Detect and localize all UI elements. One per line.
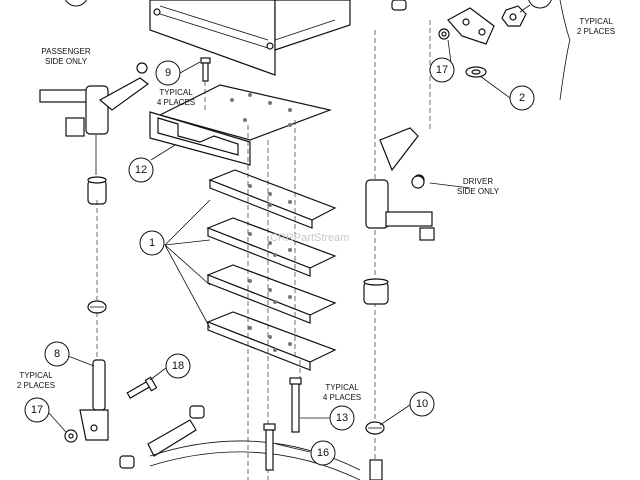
frame-channel: [149, 0, 351, 76]
callout-1-number: 1: [149, 237, 155, 249]
clip-right: [365, 421, 385, 435]
callout-16: 16: [310, 440, 336, 466]
spring-eye-assembly: [119, 405, 205, 469]
leaf-spring-4: [206, 311, 337, 371]
spring-pad-plate: [158, 84, 333, 141]
callout-13-number: 13: [336, 412, 348, 424]
typical-2-right-note-line2: 2 PLACES: [577, 27, 615, 36]
callout-1: 1: [139, 230, 165, 256]
bolt-lower-right: [369, 459, 383, 480]
leaf-spring-stack: [206, 169, 337, 371]
callout-2-number: 2: [519, 92, 525, 104]
driver-side-note-line1: DRIVER: [463, 177, 493, 186]
callout-9: 9: [155, 60, 181, 86]
callout-13: 13: [329, 405, 355, 431]
leaf-spring-2: [206, 217, 337, 277]
spring-pad-bracket: [149, 111, 251, 166]
leaf-spring-1: [208, 169, 337, 229]
leaf-spring-3: [206, 264, 337, 324]
callout-17-right: 17: [429, 57, 455, 83]
driver-side-note-line2: SIDE ONLY: [457, 187, 500, 196]
callout-12: 12: [128, 157, 154, 183]
shackle-bracket: [447, 7, 495, 45]
typical-2-left-note-line1: TYPICAL: [19, 371, 53, 380]
callout-8: 8: [44, 341, 70, 367]
callout-10-number: 10: [416, 398, 428, 410]
typical-4-note-b-line2: 4 PLACES: [323, 393, 361, 402]
typical-4-note-b-line1: TYPICAL: [325, 383, 359, 392]
bushing-left-upper: [87, 176, 107, 205]
passenger-side-note-line1: PASSENGER: [41, 47, 90, 56]
bushing-right: [363, 278, 389, 305]
typical-2-right-note-line1: TYPICAL: [579, 17, 613, 26]
callout-17-left-number: 17: [31, 404, 43, 416]
callout-10: 10: [409, 391, 435, 417]
bolt-18: [126, 376, 158, 399]
typical-2-left-note-line2: 2 PLACES: [17, 381, 55, 390]
leader-lines: [47, 0, 571, 453]
clip-left: [87, 300, 107, 314]
main-leaf-spring: [149, 440, 361, 480]
nut-top-center: [391, 0, 407, 11]
bolt-9: [200, 57, 211, 82]
callout-17-left: 17: [24, 397, 50, 423]
callout-2: 2: [509, 85, 535, 111]
callout-18-number: 18: [172, 360, 184, 372]
callout-18: 18: [165, 353, 191, 379]
passenger-side-spindle: [39, 62, 150, 175]
nut-top-right: [501, 5, 527, 27]
bolt-16: [263, 423, 276, 471]
passenger-side-note-line2: SIDE ONLY: [45, 57, 88, 66]
driver-side-nut: [411, 175, 425, 189]
shackle-8: [79, 359, 109, 441]
callout-partial-top-right: [528, 0, 552, 9]
watermark: CRRPartStream: [270, 232, 349, 244]
bolt-13: [289, 377, 302, 433]
callout-9-number: 9: [165, 67, 171, 79]
typical-4-note-a-line2: 4 PLACES: [157, 98, 195, 107]
typical-4-note-a-line1: TYPICAL: [159, 88, 193, 97]
nut-17-left: [64, 429, 78, 443]
callout-8-number: 8: [54, 348, 60, 360]
washer-2: [465, 66, 487, 78]
callout-partial-top-left: [65, 0, 87, 7]
callout-12-number: 12: [135, 164, 147, 176]
callout-17-right-number: 17: [436, 64, 448, 76]
nut-17-right: [438, 28, 450, 40]
callout-16-number: 16: [317, 447, 329, 459]
